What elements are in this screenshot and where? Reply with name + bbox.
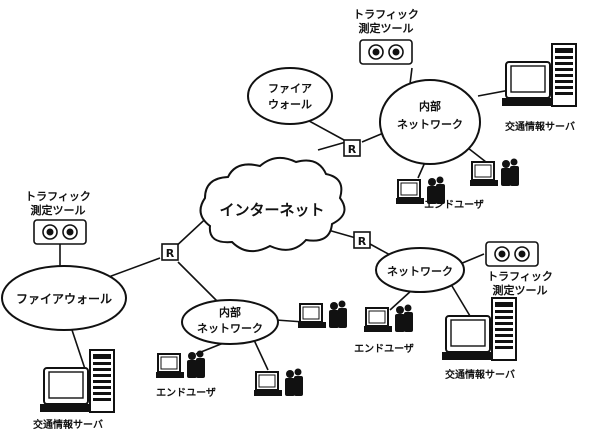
router-top: R [343,139,361,157]
end-users-right: エンドユーザ [354,303,414,355]
end-users-bottom: エンドユーザ [155,299,348,399]
end-users-top: エンドユーザ [395,157,520,211]
traffic-tool-left-line1: トラフィック [25,190,91,203]
end-users-top-label: エンドユーザ [424,199,484,211]
traffic-server-left-label: 交通情報サーバ [33,418,103,431]
traffic-tool-top-line2: 測定ツール [359,21,414,35]
router-right: R [353,231,371,249]
firewall-top-line1: ファイア [268,82,312,95]
internal-network-top-line2: ネットワーク [397,118,463,131]
router-left: R [161,243,179,261]
traffic-tool-top-icon [359,39,413,65]
traffic-tool-right-line2: 測定ツール [493,283,548,297]
server-left-icon [39,349,115,413]
end-users-bottom-label: エンドユーザ [156,387,216,399]
end-user-right-icon [363,303,414,333]
router-right-label: R [358,235,367,248]
internal-network-top: 内部 ネットワーク [379,79,481,165]
traffic-server-right-label: 交通情報サーバ [445,368,515,381]
firewall-left: ファイアウォール [1,265,127,331]
internal-network-bottom-line1: 内部 [219,305,241,319]
traffic-tool-top-line1: トラフィック [353,8,419,21]
traffic-tool-right-line1: トラフィック [487,270,553,283]
traffic-server-top-label: 交通情報サーバ [505,120,575,133]
traffic-tool-top: トラフィック 測定ツール [353,8,419,65]
internet-label: インターネット [219,201,324,219]
traffic-tool-left-icon [33,219,87,245]
traffic-server-right: 交通情報サーバ [441,297,517,381]
router-left-label: R [166,247,175,260]
traffic-tool-right-icon [485,241,539,267]
internal-network-bottom-line2: ネットワーク [197,322,263,335]
end-user-top-right-icon [469,157,520,187]
firewall-top: ファイア ウォール [247,67,333,125]
traffic-tool-left: トラフィック 測定ツール [25,190,91,245]
firewall-left-label: ファイアウォール [16,292,112,306]
end-user-bottom-left-icon [155,349,206,379]
traffic-tool-right: トラフィック 測定ツール [485,241,553,297]
traffic-server-left: 交通情報サーバ [33,349,115,431]
end-user-bottom-right-icon [297,299,348,329]
end-user-bottom-center-icon [253,367,304,397]
network-right: ネットワーク [375,247,465,293]
server-top-icon [501,43,577,107]
end-users-right-label: エンドユーザ [354,343,414,355]
firewall-top-line2: ウォール [268,98,312,111]
traffic-server-top: 交通情報サーバ [501,43,577,133]
router-top-label: R [348,143,357,156]
internal-network-top-line1: 内部 [419,99,441,113]
server-right-icon [441,297,517,361]
network-right-label: ネットワーク [387,265,453,278]
internet-cloud: インターネット [199,156,346,253]
internal-network-bottom: 内部 ネットワーク [181,299,279,345]
traffic-tool-left-line2: 測定ツール [31,203,86,217]
